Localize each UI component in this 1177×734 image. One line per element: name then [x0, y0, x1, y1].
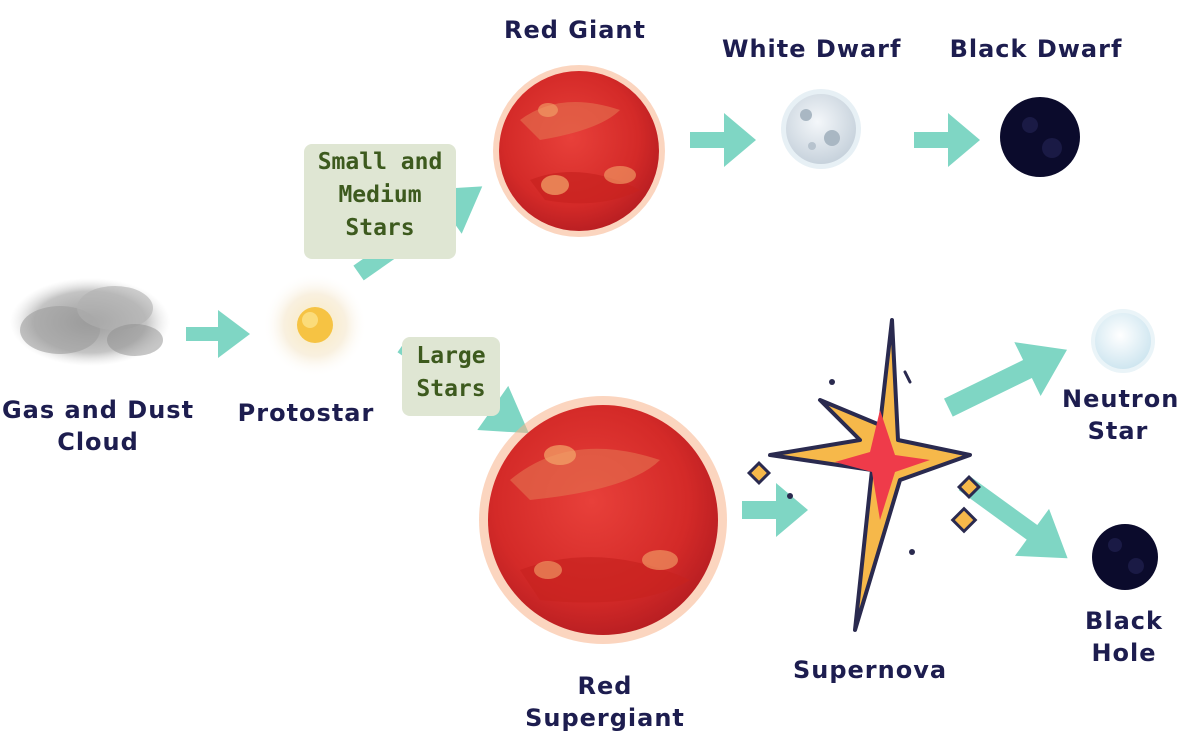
label-red-supergiant-line1: Red [525, 670, 685, 702]
label-neutron-star-line2: Star [1062, 415, 1174, 447]
label-red-giant: Red Giant [495, 14, 655, 46]
branch-tag-large-stars: Large Stars [402, 337, 500, 416]
red-supergiant-icon [479, 396, 727, 644]
branch-tag-large-line1: Large [402, 340, 500, 373]
label-protostar: Protostar [236, 397, 376, 429]
arrow-red-giant-to-white-dwarf [690, 113, 756, 167]
label-gas-dust-cloud-line2: Cloud [0, 426, 196, 458]
branch-tag-small-medium-stars: Small and Medium Stars [304, 144, 456, 259]
label-black-hole-line2: Hole [1074, 637, 1174, 669]
label-gas-dust-cloud-line1: Gas and Dust [0, 394, 196, 426]
label-red-supergiant: Red Supergiant [525, 670, 685, 734]
branch-tag-large-line2: Stars [402, 373, 500, 406]
black-hole-icon [1092, 524, 1158, 590]
label-supernova: Supernova [790, 654, 950, 686]
arrow-white-dwarf-to-black-dwarf [914, 113, 980, 167]
red-giant-icon [493, 65, 665, 237]
arrow-supernova-to-neutron-star [935, 323, 1080, 435]
label-red-supergiant-line2: Supergiant [525, 702, 685, 734]
gas-dust-cloud-icon [10, 278, 170, 366]
label-neutron-star: Neutron Star [1062, 383, 1174, 447]
arrow-supergiant-to-supernova [742, 483, 808, 537]
label-black-hole-line1: Black [1074, 605, 1174, 637]
label-neutron-star-line1: Neutron [1062, 383, 1174, 415]
branch-tag-small-medium-line3: Stars [304, 212, 456, 245]
white-dwarf-icon [781, 89, 861, 169]
branch-tag-small-medium-line1: Small and [304, 146, 456, 179]
black-dwarf-icon [1000, 97, 1080, 177]
label-white-dwarf: White Dwarf [722, 33, 892, 65]
arrow-cloud-to-protostar [186, 310, 250, 358]
label-black-hole: Black Hole [1074, 605, 1174, 669]
protostar-icon [263, 273, 367, 377]
label-black-dwarf: Black Dwarf [946, 33, 1126, 65]
branch-tag-small-medium-line2: Medium [304, 179, 456, 212]
neutron-star-icon [1091, 309, 1155, 373]
label-gas-dust-cloud: Gas and Dust Cloud [0, 394, 196, 458]
supernova-icon [749, 320, 979, 630]
